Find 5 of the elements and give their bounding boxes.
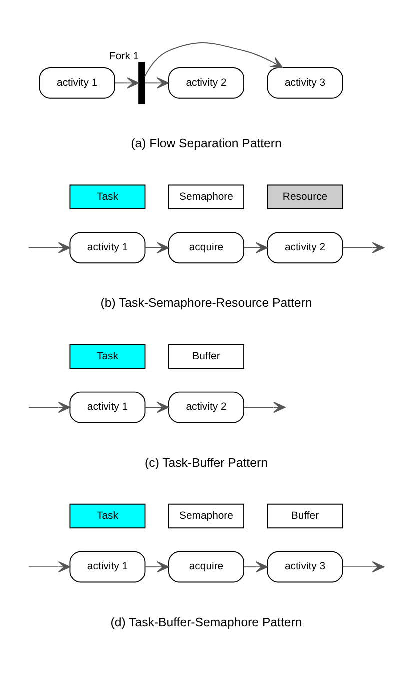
label: (b) Task-Semaphore-Resource Pattern [100, 296, 312, 310]
label: (a) Flow Separation Pattern [131, 136, 282, 150]
label: (d) Task-Buffer-Semaphore Pattern [110, 614, 302, 629]
label: (c) Task-Buffer Pattern [145, 455, 268, 470]
node-label: Fork 1 [110, 51, 140, 62]
